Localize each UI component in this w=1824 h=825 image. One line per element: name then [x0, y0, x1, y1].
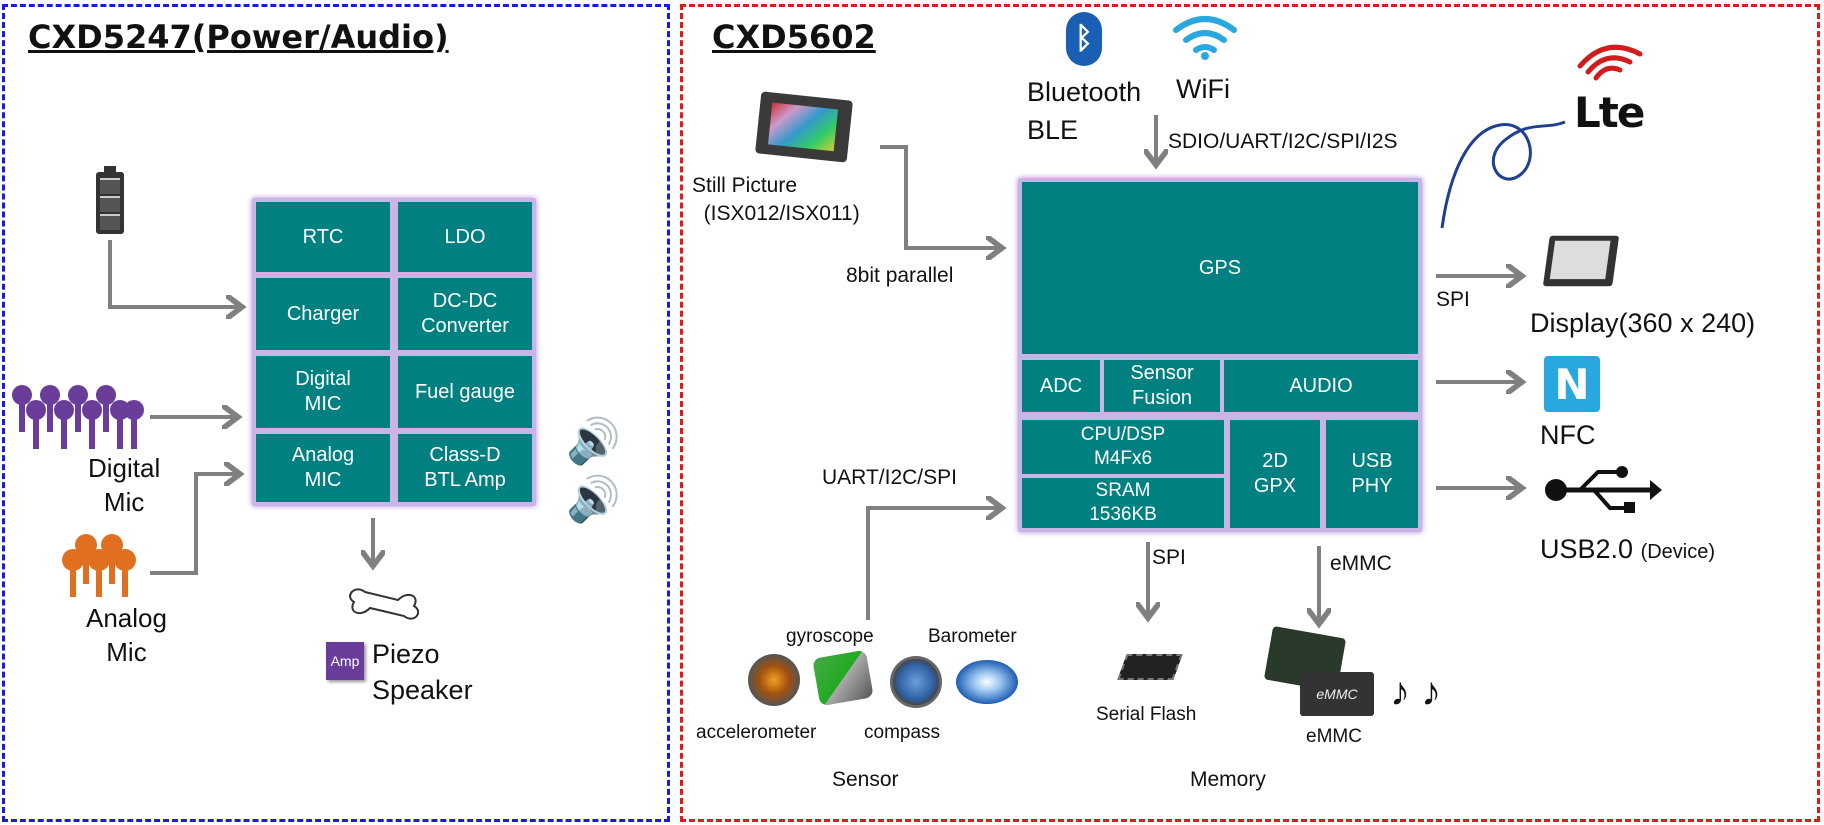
fuel-gauge-cell: Fuel gauge [398, 356, 532, 428]
analog-mic-cell: Analog MIC [256, 434, 390, 502]
power-audio-frame [2, 4, 670, 822]
digital-mic-cell: Digital MIC [256, 356, 390, 428]
sdio-label: SDIO/UART/I2C/SPI/I2S [1168, 130, 1398, 153]
gpx-cell: 2D GPX [1230, 420, 1320, 528]
analog-mic-label: Analog Mic [86, 603, 167, 667]
rtc-cell: RTC [256, 202, 390, 272]
sensor-label: Sensor [832, 768, 899, 791]
speaker-icon-top: 🔊 [566, 417, 621, 466]
spi-flash-bus-label: SPI [1152, 546, 1186, 569]
usb-sub-label: (Device) [1640, 541, 1716, 563]
display-icon [1542, 235, 1620, 287]
ldo-cell: LDO [398, 202, 532, 272]
accelerometer-label: accelerometer [696, 722, 817, 743]
emmc-chip-front: eMMC [1300, 672, 1374, 716]
wifi-label: WiFi [1176, 74, 1230, 104]
amp-badge-label: Amp [330, 653, 360, 669]
emmc-bus-label: eMMC [1330, 552, 1392, 575]
amp-badge: Amp [326, 642, 364, 680]
cxd5602-frame [680, 4, 1820, 822]
audio-cell: AUDIO [1224, 360, 1418, 412]
barometer-icon [956, 660, 1018, 704]
power-audio-title: CXD5247(Power/Audio) [28, 18, 449, 56]
bluetooth-label: Bluetooth BLE [1027, 77, 1142, 145]
gyroscope-label: gyroscope [786, 626, 874, 647]
nfc-icon: N [1544, 356, 1600, 412]
emmc-label: eMMC [1306, 726, 1362, 747]
battery-icon [96, 166, 124, 234]
analog-mic-arrow [150, 474, 240, 575]
nfc-label: NFC [1540, 420, 1596, 450]
memory-label: Memory [1190, 768, 1266, 791]
usb-phy-cell: USB PHY [1326, 420, 1418, 528]
battery-arrow [108, 240, 242, 307]
usb-main-label: USB2.0 [1540, 534, 1634, 564]
parallel-label: 8bit parallel [846, 264, 954, 287]
serial-flash-icon [1117, 654, 1183, 680]
cxd5602-title: CXD5602 [712, 18, 876, 56]
spi-display-label: SPI [1436, 288, 1470, 311]
speaker-icon-bottom: 🔊 [566, 475, 621, 524]
cpu-cell: CPU/DSP M4Fx6 [1022, 420, 1224, 474]
usb-label: USB2.0 (Device) [1540, 534, 1715, 565]
adc-cell: ADC [1022, 360, 1100, 412]
notes-icon: ♪ ♪ [1390, 670, 1442, 714]
digital-mic-label: Digital Mic [88, 453, 161, 517]
lte-label: Lte [1574, 88, 1645, 137]
gps-cell: GPS [1022, 182, 1418, 354]
uart-label: UART/I2C/SPI [822, 466, 957, 489]
emmc-chip-label: eMMC [1316, 686, 1358, 702]
sensor-arrow [866, 508, 1002, 620]
accelerometer-icon [748, 654, 800, 706]
piezo-label: Piezo Speaker [372, 639, 473, 706]
camera-arrow [880, 145, 1002, 248]
still-picture-label: Still Picture (ISX012/ISX011) [692, 174, 860, 226]
bluetooth-icon: ᛒ [1066, 12, 1102, 66]
sram-cell: SRAM 1536KB [1022, 478, 1224, 528]
camera-sensor-icon [755, 91, 853, 163]
classd-cell: Class-D BTL Amp [398, 434, 532, 502]
barometer-label: Barometer [928, 626, 1017, 647]
lte-logo: Lte [1574, 88, 1645, 137]
compass-icon [890, 656, 942, 708]
charger-cell: Charger [256, 278, 390, 350]
sensor-fusion-cell: Sensor Fusion [1104, 360, 1220, 412]
compass-label: compass [864, 722, 941, 743]
gyroscope-icon [812, 649, 874, 707]
lte-antenna-line [1440, 120, 1566, 229]
serial-flash-label: Serial Flash [1096, 704, 1197, 725]
dcdc-cell: DC-DC Converter [398, 278, 532, 350]
display-label: Display(360 x 240) [1530, 308, 1756, 338]
